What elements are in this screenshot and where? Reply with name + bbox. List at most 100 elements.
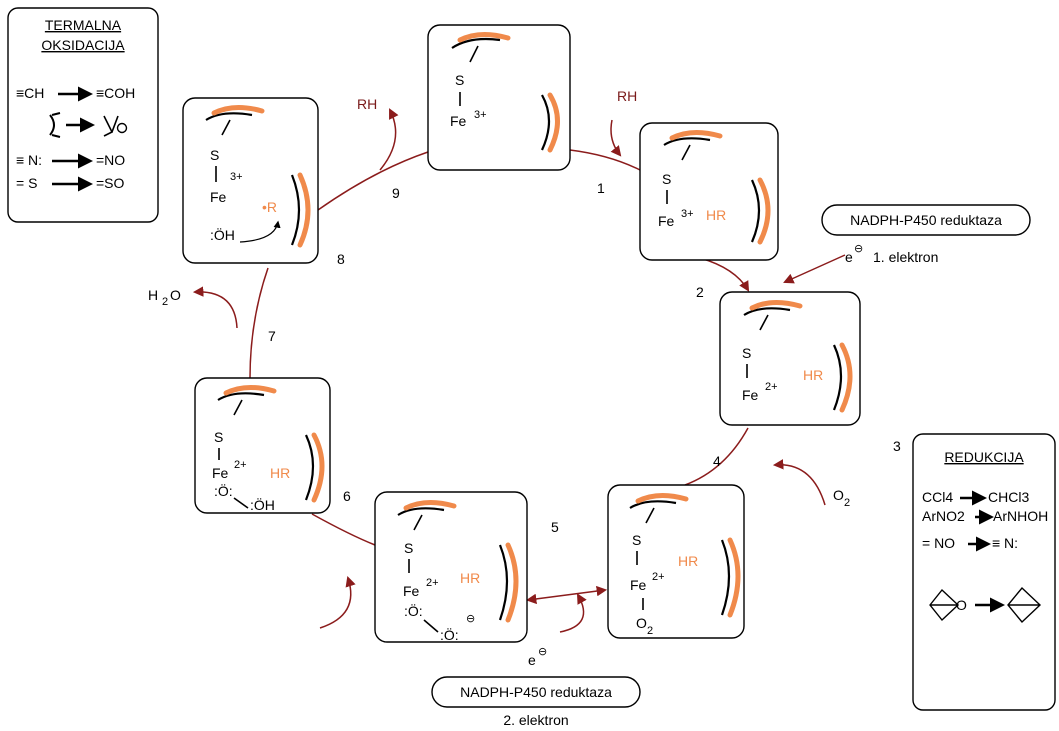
svg-text::ÖH: :ÖH (250, 496, 275, 513)
svg-text::ÖH: :ÖH (210, 226, 235, 243)
o2-label: O (833, 487, 844, 503)
water-label: H (148, 287, 158, 303)
ox-row-3-to: =NO (96, 152, 125, 168)
svg-text:S: S (210, 147, 219, 163)
svg-text:Fe: Fe (450, 113, 467, 129)
arc-step-4 (684, 427, 749, 486)
step-7: 7 (268, 328, 276, 344)
ox-row-4-from: = S (16, 175, 37, 191)
svg-text:O: O (636, 615, 647, 631)
cycle-connectors (192, 108, 846, 633)
ox-row-4-to: =SO (96, 175, 125, 191)
red-row-4-o: O (956, 597, 967, 613)
svg-text:2: 2 (647, 625, 653, 637)
rh-in-label: RH (617, 88, 637, 104)
reductase-label-1: NADPH-P450 reduktaza (850, 212, 1002, 228)
svg-text:3+: 3+ (681, 208, 694, 220)
svg-text:HR: HR (678, 553, 698, 569)
red-row-2-to: ArNHOH (993, 508, 1048, 524)
arc-step-6 (311, 513, 376, 546)
o2-in-arrow (772, 459, 826, 506)
ox-row-1-from: ≡CH (16, 85, 44, 101)
red-row-3-to: ≡ N: (992, 535, 1018, 551)
step-9: 9 (392, 185, 400, 201)
reductase-pill-2 (431, 676, 641, 708)
svg-text:Fe: Fe (210, 189, 227, 205)
svg-text:2+: 2+ (234, 459, 247, 471)
svg-text:HR: HR (460, 570, 480, 586)
red-row-1-to: CHCl3 (988, 489, 1029, 505)
svg-text::Ö:: :Ö: (440, 626, 459, 643)
step-5: 5 (551, 519, 559, 535)
svg-text:2+: 2+ (426, 577, 439, 589)
arc-step-2 (699, 257, 750, 292)
rh-out-label: RH (357, 96, 377, 112)
water-out-arrow (192, 286, 238, 329)
svg-text:HR: HR (270, 465, 290, 481)
state-box-fe3-oh: S Fe 3+ •R :ÖH (182, 97, 319, 264)
svg-text:⊖: ⊖ (466, 613, 475, 625)
step-1: 1 (597, 180, 605, 196)
electron-2-label: 2. elektron (503, 712, 568, 728)
epoxide-icon (103, 115, 119, 137)
svg-text:S: S (632, 532, 641, 548)
legend-title-line2: OKSIDACIJA (41, 37, 125, 53)
side-arrow-6 (319, 576, 356, 629)
bicyclic-epoxide-icon (929, 588, 960, 622)
state-box-fe3-hr: S Fe 3+ HR (639, 122, 779, 261)
svg-text:Fe: Fe (658, 213, 675, 229)
electron-1-arrow (783, 254, 846, 284)
svg-text::Ö:: :Ö: (214, 482, 233, 499)
svg-text:S: S (662, 171, 671, 187)
svg-text:S: S (742, 345, 751, 361)
step-6: 6 (343, 488, 351, 504)
red-row-3-from: = NO (922, 535, 955, 551)
state-box-fe2-hr: S Fe 2+ HR (719, 291, 861, 426)
svg-text:3+: 3+ (474, 109, 487, 121)
svg-text:3+: 3+ (230, 171, 243, 183)
side-labels: RH RH H 2 O O 2 e ⊖ 1. elektron e ⊖ NADP… (148, 88, 1031, 728)
svg-text:HR: HR (706, 207, 726, 223)
water-o: O (170, 287, 181, 303)
arc-step-1 (569, 149, 641, 171)
svg-text:S: S (455, 72, 464, 88)
svg-text:•R: •R (262, 199, 277, 215)
step-8: 8 (337, 251, 345, 267)
red-row-1-from: CCl4 (922, 489, 953, 505)
ox-row-3-from: ≡ N: (16, 152, 42, 168)
electron-2-charge: ⊖ (538, 646, 547, 658)
state-box-fe2-hydroperoxo: S Fe 2+ HR :Ö: :ÖH (194, 377, 331, 514)
termal-oxidation-legend: TERMALNA OKSIDACIJA ≡CH ≡COH ≡ N: =NO = … (7, 7, 159, 223)
step-2: 2 (696, 284, 704, 300)
ox-row-1-to: ≡COH (96, 85, 135, 101)
state-box-fe2-o2: S Fe 2+ HR O 2 (607, 484, 745, 639)
svg-text::Ö:: :Ö: (404, 602, 423, 619)
svg-text:2+: 2+ (765, 381, 778, 393)
svg-text:S: S (404, 540, 413, 556)
reduction-title: REDUKCIJA (944, 449, 1024, 465)
rh-in-arrow (610, 119, 622, 157)
electron-2-symbol: e (528, 652, 536, 668)
svg-text:Fe: Fe (403, 583, 420, 599)
svg-text:Fe: Fe (630, 577, 647, 593)
state-box-fe2-peroxo: S Fe 2+ HR :Ö: :Ö: ⊖ (374, 491, 528, 643)
electron-1-charge: ⊖ (854, 243, 863, 255)
state-box-fe3: S Fe 3+ (427, 24, 571, 171)
legend-title-line1: TERMALNA (45, 17, 122, 33)
reductase-label-2: NADPH-P450 reduktaza (460, 684, 612, 700)
red-row-2-from: ArNO2 (922, 508, 965, 524)
step-4: 4 (713, 453, 721, 469)
svg-text:Fe: Fe (742, 387, 759, 403)
electron-1-label: 1. elektron (873, 249, 938, 265)
svg-text:HR: HR (803, 367, 823, 383)
svg-text:2+: 2+ (652, 571, 665, 583)
water-sub: 2 (162, 296, 168, 308)
step-3: 3 (893, 438, 901, 454)
electron-1-symbol: e (845, 249, 853, 265)
svg-text:Fe: Fe (212, 465, 229, 481)
reductase-pill-1 (821, 204, 1031, 236)
arc-step-9 (317, 151, 429, 211)
step-numbers: 1 2 3 4 5 6 7 8 9 (268, 180, 901, 535)
